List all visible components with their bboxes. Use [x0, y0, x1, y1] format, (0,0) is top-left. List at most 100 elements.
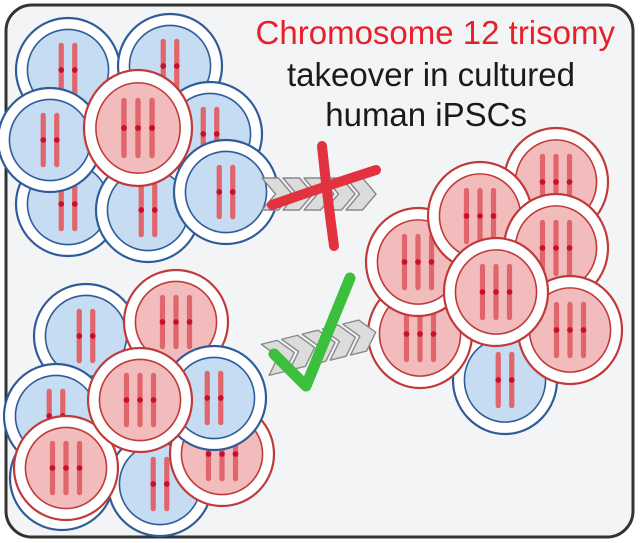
- centromere: [401, 259, 408, 265]
- chromosome: [120, 97, 127, 159]
- title-line-3: human iPSCs: [325, 96, 527, 133]
- centromere: [76, 465, 83, 471]
- centromere: [150, 397, 157, 403]
- chromosome: [149, 97, 156, 159]
- centromere: [63, 465, 69, 471]
- chromosome: [123, 372, 130, 428]
- centromere: [49, 465, 56, 471]
- chromosome: [159, 294, 166, 350]
- trisomy-cell: [12, 414, 120, 522]
- normal-dominant-culture: [0, 12, 280, 264]
- mixed-culture: [2, 268, 276, 538]
- centromere: [163, 481, 170, 487]
- trisomy-cell: [86, 346, 194, 454]
- centromere: [216, 189, 223, 195]
- title-block: Chromosome 12 trisomy takeover in cultur…: [256, 14, 616, 133]
- chromosome: [401, 233, 408, 291]
- chromosome: [150, 372, 157, 428]
- centromere: [71, 201, 78, 207]
- centromere: [58, 201, 65, 207]
- centromere: [173, 63, 180, 69]
- chromosome: [566, 219, 573, 277]
- centromere: [232, 451, 239, 457]
- chromosome: [63, 440, 69, 496]
- chromosome: [150, 456, 157, 512]
- chromosome: [428, 233, 435, 291]
- check-icon: [268, 272, 356, 392]
- chromosome: [204, 370, 211, 426]
- chromosome: [49, 440, 56, 496]
- centromere: [120, 125, 127, 131]
- centromere: [219, 451, 225, 457]
- centromere: [138, 207, 145, 213]
- centromere: [58, 67, 65, 73]
- centromere: [553, 179, 559, 185]
- chromosome: [138, 182, 145, 238]
- centromere: [477, 213, 483, 219]
- chromosome: [567, 301, 573, 359]
- chromosome: [76, 308, 83, 364]
- trisomy-dominant-culture: [364, 126, 624, 436]
- centromere: [553, 327, 560, 333]
- chromosome: [135, 97, 141, 159]
- chromosome: [580, 301, 587, 359]
- centromere: [200, 131, 207, 137]
- normal-cell: [0, 86, 104, 194]
- chromosome: [493, 263, 499, 321]
- chromosome: [71, 42, 78, 98]
- normal-cell: [160, 344, 268, 452]
- chromosome: [71, 176, 78, 232]
- chromosome: [216, 164, 223, 220]
- centromere: [213, 131, 220, 137]
- centromere: [53, 137, 60, 143]
- chromosome: [415, 233, 421, 291]
- centromere: [205, 451, 212, 457]
- centromere: [430, 331, 437, 337]
- cross-icon: [267, 141, 381, 251]
- centromere: [159, 319, 166, 325]
- chromosome: [490, 187, 497, 245]
- centromere: [539, 245, 546, 251]
- centromere: [71, 67, 78, 73]
- chromosome: [477, 187, 483, 245]
- centromere: [40, 137, 47, 143]
- centromere: [160, 63, 167, 69]
- centromere: [173, 319, 179, 325]
- centromere: [566, 245, 573, 251]
- chromosome: [76, 440, 83, 496]
- chromosome: [163, 456, 170, 512]
- chromosome: [430, 305, 437, 363]
- chromosome: [495, 351, 502, 409]
- normal-cell: [172, 138, 280, 246]
- centromere: [204, 395, 211, 401]
- chromosome: [403, 305, 410, 363]
- chevron-right-icon: [342, 319, 377, 356]
- chromosome: [186, 294, 193, 350]
- centromere: [493, 289, 499, 295]
- chromosome: [508, 351, 515, 409]
- centromere: [123, 397, 130, 403]
- chromosome: [173, 38, 180, 94]
- chromosome: [137, 372, 143, 428]
- centromere: [495, 377, 502, 383]
- centromere: [150, 481, 157, 487]
- chromosome: [463, 187, 470, 245]
- centromere: [151, 207, 158, 213]
- chromosome: [58, 42, 65, 98]
- centromere: [229, 189, 236, 195]
- chromosome: [89, 308, 96, 364]
- centromere: [217, 395, 224, 401]
- centromere: [580, 327, 587, 333]
- chromosome: [217, 370, 224, 426]
- centromere: [567, 327, 573, 333]
- chromosome: [53, 112, 60, 168]
- centromere: [89, 333, 96, 339]
- chromosome: [173, 294, 179, 350]
- centromere: [137, 397, 143, 403]
- centromere: [479, 289, 486, 295]
- centromere: [566, 179, 573, 185]
- centromere: [539, 179, 546, 185]
- centromere: [553, 245, 559, 251]
- chromosome: [229, 164, 236, 220]
